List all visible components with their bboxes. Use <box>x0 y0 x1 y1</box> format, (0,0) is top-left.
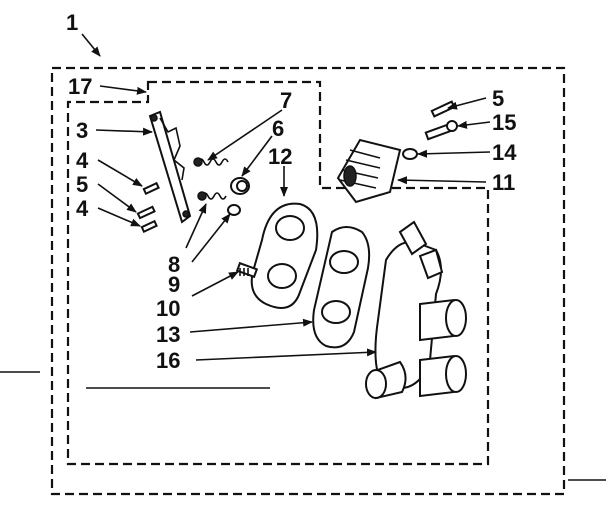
callout-17: 17 <box>68 74 92 99</box>
screw-10 <box>235 261 259 279</box>
spring-7 <box>193 157 229 167</box>
spring-9 <box>197 191 227 201</box>
pin-4b <box>140 219 158 234</box>
screw-15 <box>424 120 458 141</box>
callout-4b: 4 <box>76 196 89 221</box>
assembly-frame-outer <box>50 66 566 496</box>
plug-6 <box>230 177 250 195</box>
lever-arm <box>148 110 192 224</box>
gasket <box>250 202 319 309</box>
callout-3: 3 <box>76 118 88 143</box>
diaphragm-plate <box>312 226 371 349</box>
callout-11: 11 <box>492 170 515 195</box>
pin-5b <box>430 100 456 118</box>
callout-15: 15 <box>492 110 516 135</box>
callout-4a: 4 <box>76 148 89 173</box>
callout-9: 9 <box>168 272 180 297</box>
plug-8 <box>227 204 241 216</box>
callout-8: 8 <box>168 252 180 277</box>
callout-10: 10 <box>156 296 180 321</box>
solenoid-coil <box>336 138 402 204</box>
pin-4a <box>142 181 160 196</box>
clip-14 <box>402 148 418 160</box>
valve-body <box>365 220 467 400</box>
callout-16: 16 <box>156 348 180 373</box>
pin-5a <box>136 205 156 220</box>
callout-6: 6 <box>272 116 284 141</box>
leader-lines <box>81 33 491 361</box>
callout-13: 13 <box>156 322 180 347</box>
assembly-frame-inner <box>66 80 490 466</box>
callout-5a: 5 <box>76 172 88 197</box>
callout-12: 12 <box>268 144 292 169</box>
callout-1: 1 <box>66 10 78 35</box>
callout-5b: 5 <box>492 86 504 111</box>
callout-7: 7 <box>280 88 292 113</box>
callout-14: 14 <box>492 140 517 165</box>
